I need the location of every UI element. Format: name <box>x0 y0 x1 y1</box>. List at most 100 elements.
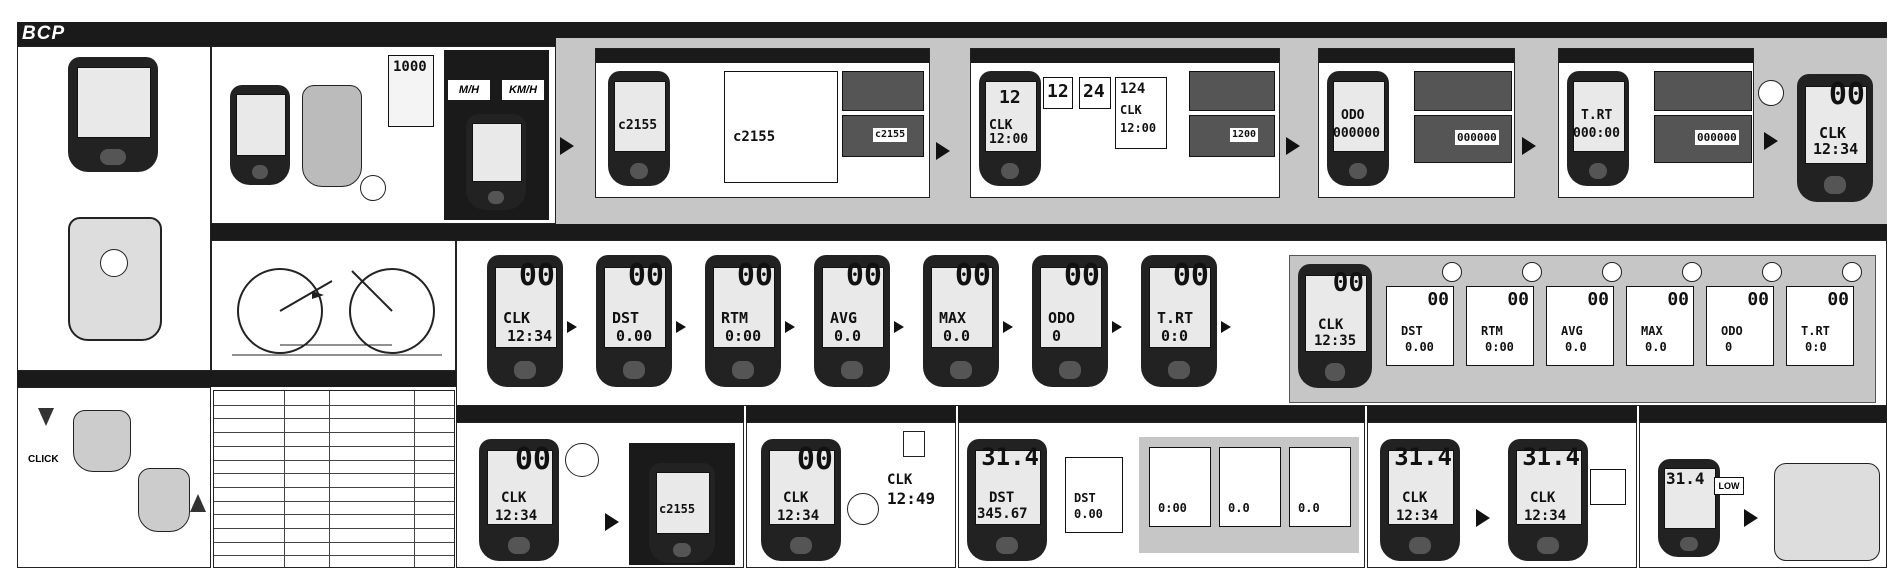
mounting-panel: CLICK <box>17 387 211 568</box>
mount-device-1 <box>73 410 131 472</box>
clock-set-box: 124 CLK 12:00 <box>1115 77 1167 149</box>
arrow-right-icon <box>894 321 904 333</box>
mount-device-2 <box>138 468 190 532</box>
unit-box: M/H KM/H <box>444 50 549 220</box>
mini-state-g <box>1654 71 1752 111</box>
sleep-panel: 00 CLK 12:34 CLK 12:49 <box>746 422 956 568</box>
device-b3: 31.4 DST 345.67 <box>967 439 1047 561</box>
clock-icon <box>1442 262 1462 282</box>
device-step4: T.RT 000:00 <box>1567 71 1629 186</box>
setup-step-wheel: c2155 c2155 c2155 <box>595 48 930 198</box>
table-column <box>329 391 330 567</box>
lcd-all-segments: 1000 <box>388 55 434 127</box>
device-b4-lit: 31.4 CLK 12:34 <box>1508 439 1588 561</box>
arrow-right-icon <box>1003 321 1013 333</box>
device-front-small <box>230 85 290 185</box>
device-front <box>68 57 158 172</box>
up-arrow-icon <box>190 494 206 512</box>
device-b1: 00 CLK 12:34 <box>479 439 559 561</box>
kmh-option[interactable]: KM/H <box>502 80 544 100</box>
table-row <box>214 555 454 557</box>
clock-icon <box>565 443 599 477</box>
clock-icon <box>360 175 386 201</box>
low-battery-badge: LOW <box>1714 477 1744 495</box>
light-bulb-icon <box>1590 469 1626 505</box>
table-row <box>214 459 454 461</box>
arrow-right-icon <box>1522 137 1536 155</box>
auto-scan-device: 00 CLK 12:35 <box>1298 264 1372 388</box>
table-row <box>214 473 454 475</box>
table-row <box>214 500 454 502</box>
setup-step-trt: T.RT 000:00 000000 <box>1558 48 1754 198</box>
arrow-right-icon <box>1476 509 1490 527</box>
mount-header <box>17 371 211 387</box>
wheel-header <box>211 224 456 240</box>
table-row <box>214 486 454 488</box>
device-step1: c2155 <box>608 71 670 186</box>
battery-cover <box>1774 463 1880 561</box>
clock-icon <box>1682 262 1702 282</box>
arrow-right-icon <box>1112 321 1122 333</box>
mini-state-a <box>842 71 924 111</box>
mph-option[interactable]: M/H <box>448 80 490 100</box>
down-arrow-icon <box>38 408 54 426</box>
clock12-option[interactable]: 12 <box>1043 77 1073 109</box>
clock24-option[interactable]: 24 <box>1079 77 1111 109</box>
arrow-right-icon <box>1286 137 1300 155</box>
unit-device <box>466 114 526 210</box>
speed-setting-box: c2155 <box>724 71 838 183</box>
device-step3: ODO 000000 <box>1327 71 1389 186</box>
clock-icon <box>847 493 879 525</box>
table-row <box>214 541 454 543</box>
trip-values-box: 0:00 0.0 0.0 <box>1139 437 1359 553</box>
unit-select-panel: 1000 M/H KM/H <box>211 46 556 224</box>
trip-reset-panel: 31.4 DST 345.67 DST 0.00 0:00 0.0 0.0 <box>958 422 1365 568</box>
device-back-small <box>302 85 362 187</box>
table-column <box>284 391 285 567</box>
mini-state-e <box>1414 71 1512 111</box>
clock-icon <box>1762 262 1782 282</box>
mini-state-c <box>1189 71 1275 111</box>
backlight-panel: 31.4 CLK 12:34 31.4 CLK 12:34 <box>1367 422 1637 568</box>
tire-size-table <box>213 390 455 568</box>
mini-state-f: 000000 <box>1414 115 1512 163</box>
arrow-right-icon <box>560 137 574 155</box>
reset-result: c2155 <box>629 443 735 565</box>
wheel-panel <box>211 240 456 371</box>
arrow-right-icon <box>605 513 619 531</box>
table-row <box>214 418 454 420</box>
setup-step-odo: ODO 000000 000000 <box>1318 48 1515 198</box>
clock-icon <box>1758 80 1784 106</box>
reset-panel: 00 CLK 12:34 c2155 <box>456 422 744 568</box>
mini-state-h: 000000 <box>1654 115 1752 163</box>
clock-icon <box>1522 262 1542 282</box>
table-row <box>214 528 454 529</box>
tire-table-header <box>211 371 456 387</box>
table-column <box>414 391 415 567</box>
brand-logo: BCP <box>22 23 66 44</box>
dst-reset: DST 0.00 <box>1065 457 1123 533</box>
device-b5: 31.4 <box>1658 459 1720 557</box>
click-label: CLICK <box>28 454 59 465</box>
device-setup-done: 00 CLK 12:34 <box>1797 74 1873 202</box>
setup-step-clock: 12 CLK 12:00 12 24 124 CLK 12:00 1200 <box>970 48 1280 198</box>
modes-header <box>456 224 1887 240</box>
arrow-right-icon <box>936 142 950 160</box>
table-row <box>214 445 454 447</box>
device-step2: 12 CLK 12:00 <box>979 71 1041 186</box>
table-row <box>214 514 454 516</box>
clock-icon <box>1602 262 1622 282</box>
mini-state-d: 1200 <box>1189 115 1275 157</box>
